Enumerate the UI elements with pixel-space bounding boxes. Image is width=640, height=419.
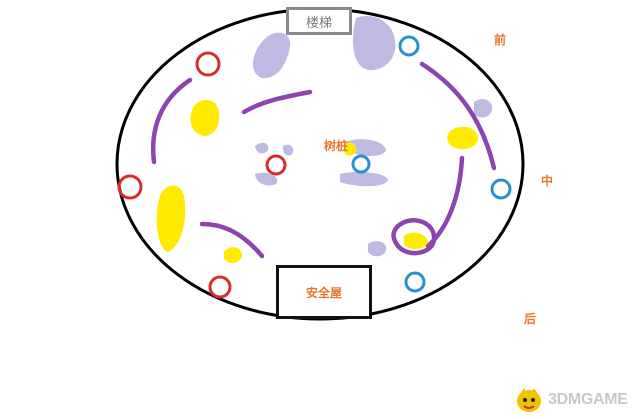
blue-circle-bottom-right	[404, 271, 426, 293]
rock-center-left-mid	[282, 144, 294, 156]
barrier-left	[150, 77, 193, 165]
barrier-group	[150, 61, 497, 259]
tree-stump-label: 树桩	[324, 139, 349, 153]
red-circle-center	[265, 154, 287, 176]
rock-group	[253, 16, 493, 257]
safe-room-label: 安全屋	[305, 285, 342, 300]
yellow-zone-in-ring	[404, 232, 428, 250]
rock-center-left-top	[255, 142, 269, 154]
rock-bottom-right	[368, 241, 387, 257]
back-label: 后	[524, 312, 537, 326]
red-circle-left	[117, 174, 143, 200]
barrier-ring-bottom-right	[391, 218, 437, 256]
yellow-zone-bottom-left	[224, 247, 242, 264]
rock-right	[474, 99, 493, 118]
rock-top-right	[352, 16, 396, 71]
yellow-zone-tree	[344, 142, 357, 156]
barrier-top-right	[419, 61, 497, 171]
watermark: 3DMGAME	[514, 385, 628, 415]
barrier-bottom-left	[199, 221, 265, 259]
blue-circle-right	[490, 178, 512, 200]
red-circle-top	[195, 51, 221, 77]
rock-center-right-bottom	[340, 172, 388, 187]
red-circle-bottom-left	[208, 275, 232, 299]
yellow-zone-right	[447, 126, 479, 150]
watermark-text: 3DMGAME	[548, 391, 628, 408]
barrier-top-center	[241, 89, 313, 115]
blue-circle-top-right	[398, 35, 420, 57]
front-label: 前	[494, 33, 507, 47]
stairs-label: 楼梯	[305, 15, 332, 31]
yellow-zone-group	[156, 99, 479, 264]
rock-top-left	[253, 32, 291, 79]
yellow-zone-top-left	[190, 99, 220, 136]
3dmgame-logo-icon	[517, 388, 541, 412]
blue-circle-group	[351, 35, 512, 293]
rock-center-left-bottom	[255, 172, 278, 186]
red-circle-group	[117, 51, 287, 299]
stairs-box: 楼梯	[286, 7, 352, 35]
blue-circle-center	[351, 154, 371, 174]
yellow-zone-left	[156, 185, 186, 252]
middle-label: 中	[541, 174, 554, 188]
safe-room-box: 安全屋	[276, 265, 372, 319]
